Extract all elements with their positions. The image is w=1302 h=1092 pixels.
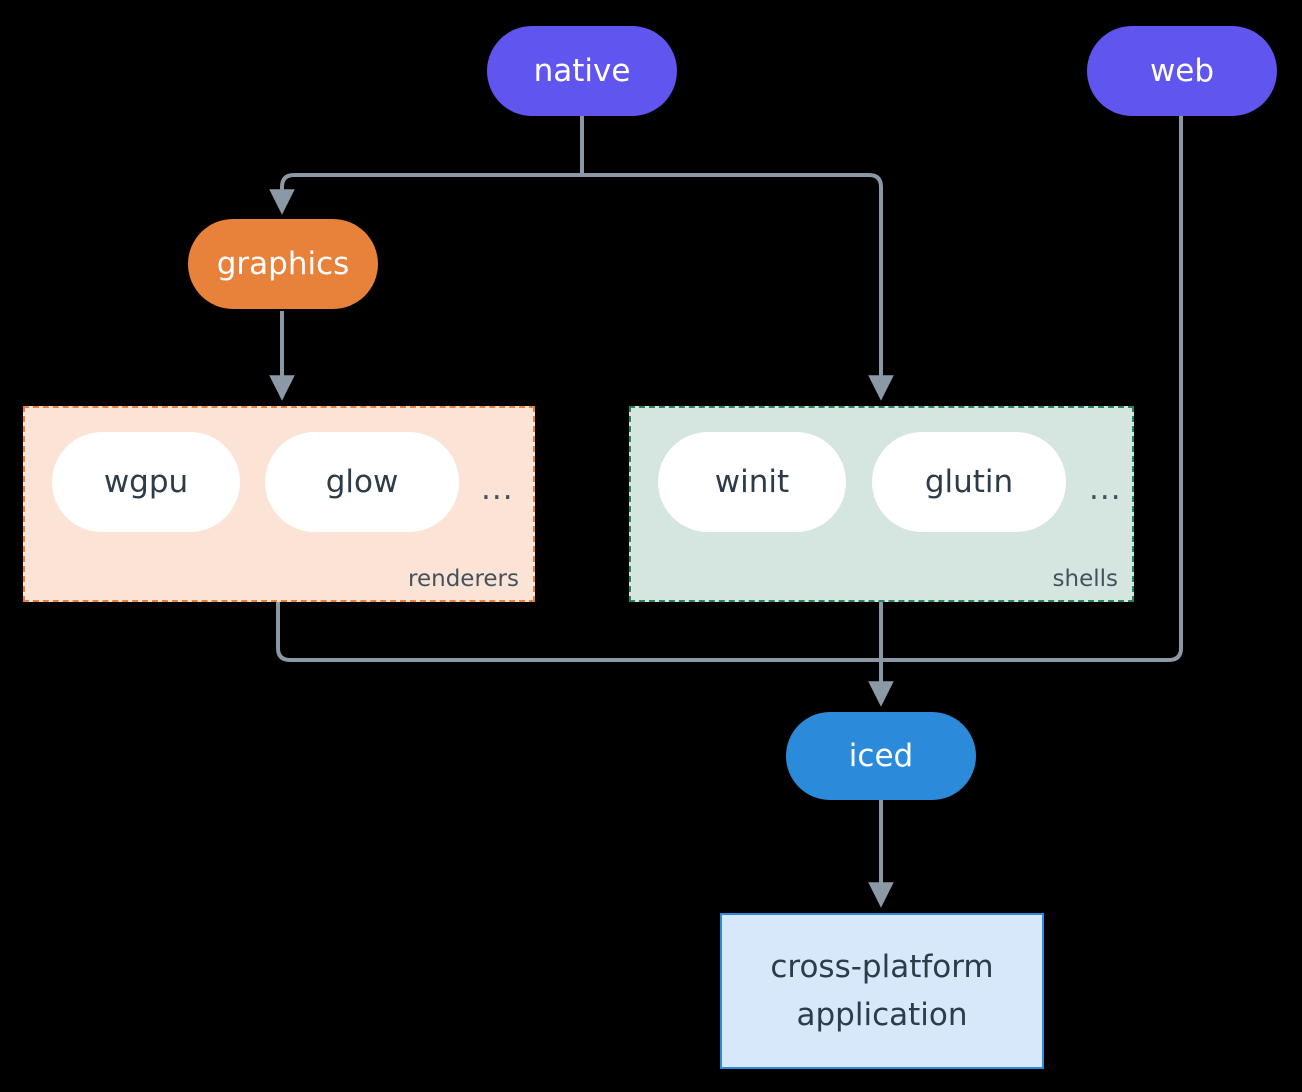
- node-application-label-line1: cross-platform: [770, 948, 994, 985]
- leaf-glow-label: glow: [325, 464, 399, 500]
- node-native-label: native: [533, 53, 631, 89]
- node-graphics[interactable]: graphics: [188, 219, 378, 309]
- edge-renderers-iced: [276, 602, 881, 662]
- group-renderers: wgpu glow ... renderers: [23, 406, 535, 602]
- leaf-glow[interactable]: glow: [265, 432, 459, 532]
- group-renderers-label: renderers: [408, 566, 519, 592]
- node-iced-label: iced: [848, 738, 914, 774]
- leaf-wgpu[interactable]: wgpu: [52, 432, 240, 532]
- leaf-glutin-label: glutin: [924, 464, 1014, 500]
- node-application[interactable]: cross-platform application: [720, 913, 1044, 1069]
- group-shells: winit glutin ... shells: [629, 406, 1134, 602]
- node-graphics-label: graphics: [216, 246, 350, 282]
- renderers-overflow-ellipsis: ...: [481, 471, 514, 507]
- leaf-glutin[interactable]: glutin: [872, 432, 1066, 532]
- node-web-label: web: [1149, 53, 1215, 89]
- shells-overflow-ellipsis: ...: [1089, 471, 1122, 507]
- leaf-winit-label: winit: [714, 464, 790, 500]
- node-web[interactable]: web: [1087, 26, 1277, 116]
- group-shells-label: shells: [1052, 566, 1118, 592]
- leaf-wgpu-label: wgpu: [103, 464, 189, 500]
- edge-native-shells: [582, 173, 894, 401]
- node-native[interactable]: native: [487, 26, 677, 116]
- leaf-winit[interactable]: winit: [658, 432, 846, 532]
- edge-native-graphics: [269, 173, 582, 215]
- node-application-label-line2: application: [796, 997, 968, 1033]
- node-iced[interactable]: iced: [786, 712, 976, 800]
